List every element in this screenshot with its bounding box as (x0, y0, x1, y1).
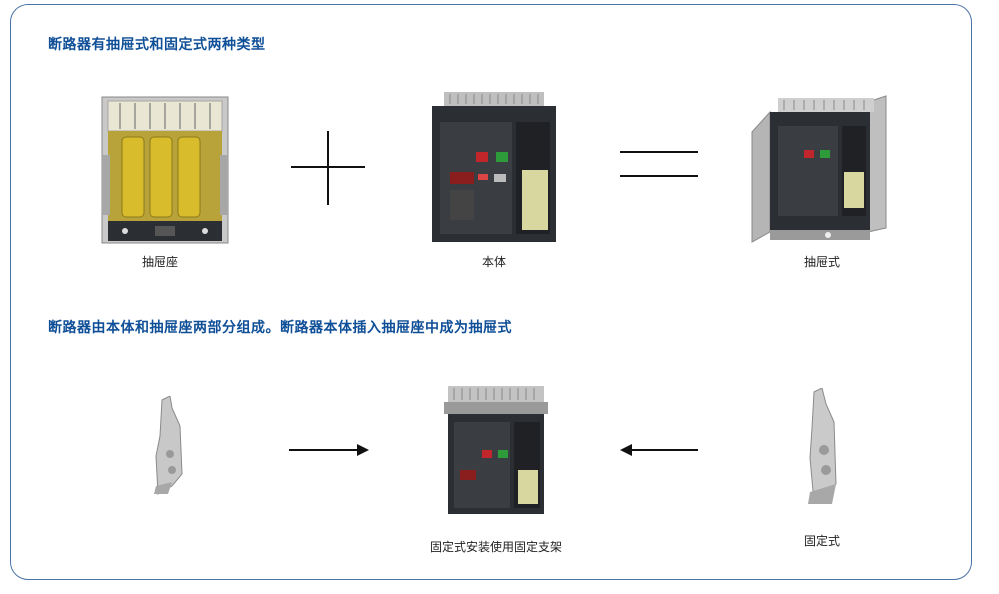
caption-body: 本体 (481, 255, 507, 269)
arrow-left-icon (620, 444, 698, 456)
fixed-breaker-image (444, 386, 548, 514)
caption-fixed-type: 固定式 (803, 534, 841, 548)
equals-icon (620, 151, 698, 177)
breaker-body-image (432, 92, 556, 242)
drawer-base-image (101, 96, 229, 244)
arrow-right-icon (289, 444, 369, 456)
heading-composition: 断路器由本体和抽屉座两部分组成。断路器本体插入抽屉座中成为抽屉式 (48, 320, 512, 336)
right-bracket-image (808, 388, 837, 504)
caption-fixed-bracket: 固定式安装使用固定支架 (429, 540, 563, 554)
plus-icon (291, 131, 365, 205)
content-frame (10, 4, 972, 580)
drawer-type-image (751, 95, 887, 243)
caption-drawer-type: 抽屉式 (803, 255, 841, 269)
left-bracket-image (154, 396, 183, 495)
caption-drawer-base: 抽屉座 (141, 255, 179, 269)
heading-types: 断路器有抽屉式和固定式两种类型 (48, 37, 266, 53)
